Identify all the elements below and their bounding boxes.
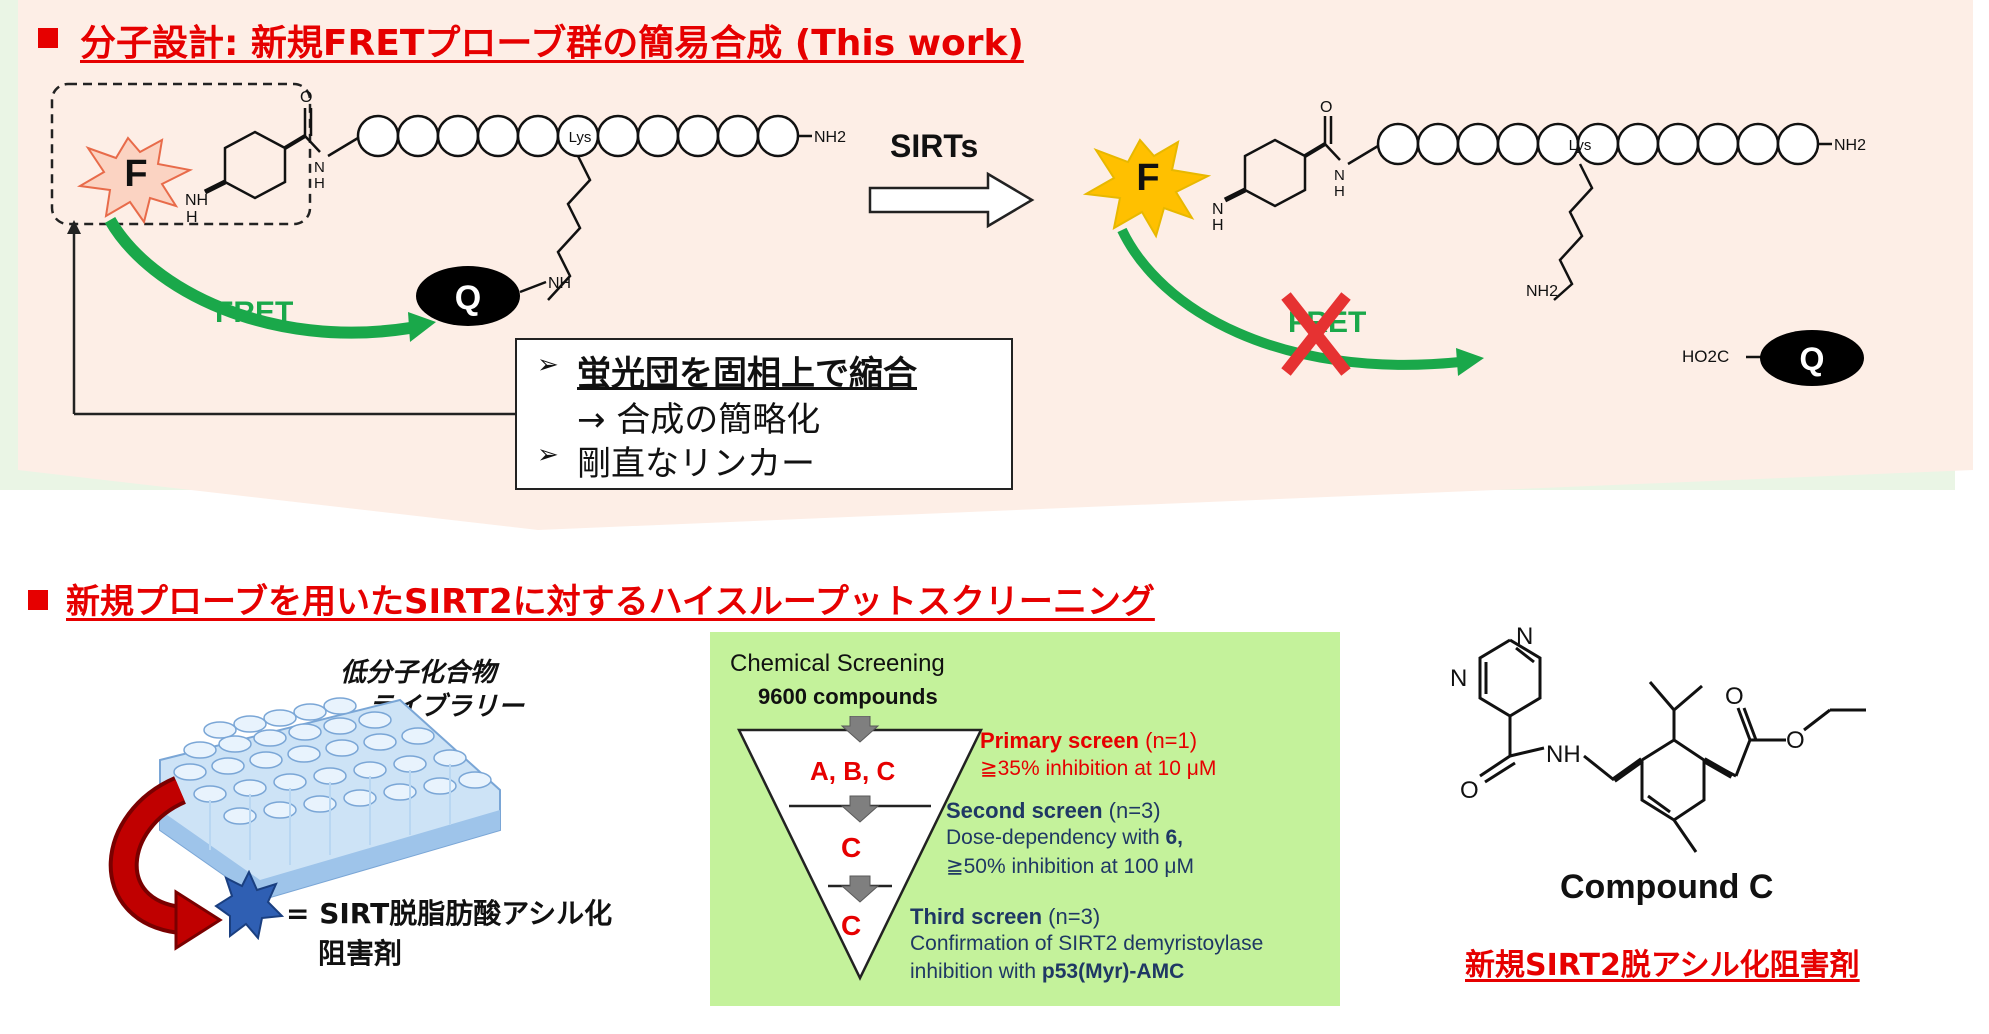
side-chain-nh2-label: NH2: [1526, 283, 1558, 300]
ho2c-label: HO2C: [1682, 347, 1729, 366]
quencher-shape: [416, 266, 520, 326]
library-label-1: 低分子化合物: [340, 658, 497, 688]
lysine-nh-label: NH: [548, 275, 571, 292]
section-bullet-square-2: [28, 590, 48, 610]
pyrimidine-n1: N: [1516, 623, 1533, 650]
sirts-label: SIRTs: [890, 128, 979, 164]
section-bullet-square: [38, 28, 58, 48]
third-screen-detail-2: inhibition with p53(Myr)-AMC: [910, 960, 1185, 983]
amide-n-label: N: [314, 159, 325, 176]
fret-label: FRET: [215, 296, 293, 329]
c-terminal-nh2-label-right: NH2: [1834, 137, 1866, 154]
primary-screen-heading: Primary screen (n=1): [980, 728, 1198, 753]
compound-name: Compound C: [1560, 868, 1774, 906]
inhibitor-label-1: = SIRT脱脂肪酸アシル化: [286, 897, 613, 930]
h-label: H: [186, 209, 198, 226]
svg-text:N: N: [1334, 167, 1345, 184]
quencher-label: Q: [455, 279, 481, 317]
released-quencher-shape: [1760, 330, 1864, 386]
third-screen-detail-1: Confirmation of SIRT2 demyristoylase: [910, 932, 1264, 955]
fluorophore-label-right: F: [1136, 157, 1159, 199]
amide-o: O: [1460, 777, 1479, 804]
stage3-hits: C: [841, 910, 862, 941]
fluorophore-star-icon: [76, 136, 194, 225]
compound-count: 9600 compounds: [758, 684, 938, 709]
bullet-arrow-icon: ➢: [537, 350, 559, 380]
reaction-arrow-icon: [868, 171, 1035, 229]
design-notes-box: ➢ 蛍光団を固相上で縮合 → 合成の簡略化 ➢ 剛直なリンカー: [515, 338, 1013, 490]
svg-text:O: O: [1320, 100, 1332, 116]
funnel-diagram: [736, 716, 984, 981]
nh-label: NH: [185, 192, 208, 209]
funnel-down-arrows: [840, 716, 880, 903]
svg-text:H: H: [1212, 217, 1224, 234]
ester-carbonyl-o: O: [1725, 683, 1744, 710]
amide-nh: NH: [1546, 741, 1581, 768]
bullet-arrow-icon-2: ➢: [537, 440, 559, 470]
note-solid-phase-condensation: 蛍光団を固相上で縮合: [577, 354, 917, 394]
svg-text:N: N: [1212, 201, 1224, 218]
second-screen-detail-1: Dose-dependency with 6,: [946, 826, 1183, 849]
amide-h-label: H: [314, 175, 325, 192]
feedback-bracket-arrow: [67, 220, 515, 416]
fluorophore-bright-star-icon: [1082, 138, 1212, 239]
note-simplified-synthesis: → 合成の簡略化: [577, 400, 821, 440]
released-quencher-label: Q: [1800, 341, 1825, 377]
compound-library-plate-icon: [108, 697, 501, 951]
top-section-title: 分子設計: 新規FRETプローブ群の簡易合成 (This work): [80, 23, 1024, 64]
inhibitor-star-icon: [214, 870, 284, 940]
carbonyl-o-label: O: [300, 89, 312, 106]
fret-probe-structure: F NH H O N H Lys NH2 NH Q FRET: [50, 82, 846, 342]
pyrimidine-n2: N: [1450, 665, 1467, 692]
third-screen-heading: Third screen (n=3): [910, 904, 1101, 929]
inhibitor-label-2: 阻害剤: [318, 937, 403, 970]
stage2-hits: C: [841, 832, 862, 863]
fret-arrow-failed: [1117, 227, 1461, 370]
lys-label-right: Lys: [1569, 137, 1592, 154]
c-terminal-nh2-label: NH2: [814, 129, 846, 146]
fluorophore-label: F: [124, 153, 147, 195]
compound-caption: 新規SIRT2脱アシル化阻害剤: [1465, 948, 1860, 983]
bottom-section-title: 新規プローブを用いたSIRT2に対するハイスループットスクリーニング: [66, 582, 1155, 622]
lys-label: Lys: [569, 129, 592, 146]
second-screen-heading: Second screen (n=3): [946, 798, 1161, 823]
peptide-chain-right: [1376, 122, 1820, 166]
screening-title: Chemical Screening: [730, 650, 945, 677]
fret-arrow: [104, 216, 411, 339]
stage1-hits: A, B, C: [810, 756, 896, 786]
cleaved-probe-structure: F N H O N H Lys NH2 NH2 FRET HO2C Q: [1082, 100, 1866, 386]
primary-screen-detail: ≧35% inhibition at 10 μM: [980, 757, 1217, 780]
second-screen-detail-2: ≧50% inhibition at 100 μM: [946, 855, 1195, 878]
fret-blocked-cross-icon: [1281, 292, 1351, 376]
svg-text:H: H: [1334, 183, 1345, 200]
fluorophore-linker-dashed-box: [50, 82, 312, 226]
compound-c-structure: N N NH O O O: [1450, 623, 1866, 853]
peptide-chain: [356, 114, 800, 158]
ester-o: O: [1786, 727, 1805, 754]
note-rigid-linker: 剛直なリンカー: [577, 444, 815, 484]
